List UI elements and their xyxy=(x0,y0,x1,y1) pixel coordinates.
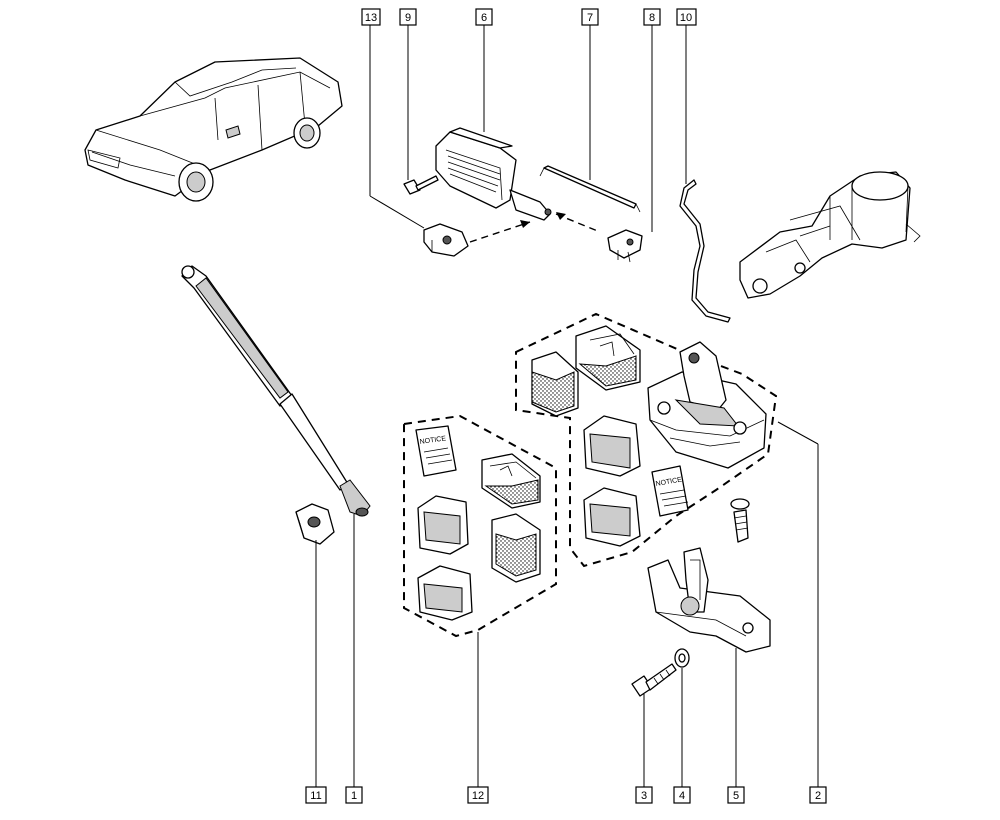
sedan-car-icon xyxy=(84,57,343,202)
leaflet-label-2: NOTICE xyxy=(655,476,683,488)
lock-latch-icon xyxy=(647,341,767,469)
callout-2-label: 2 xyxy=(815,790,821,802)
callout-8-label: 8 xyxy=(649,12,655,24)
callout-7: 7 xyxy=(581,8,599,26)
callout-10: 10 xyxy=(676,8,697,26)
callout-3-label: 3 xyxy=(641,790,647,802)
callout-12-label: 12 xyxy=(472,790,484,802)
part-13-pad xyxy=(423,223,469,257)
leaflet-label: NOTICE xyxy=(419,435,446,446)
callout-6: 6 xyxy=(475,8,493,26)
callout-12: 12 xyxy=(467,786,489,804)
callout-10-label: 10 xyxy=(680,12,692,24)
part-9-bolt xyxy=(403,175,439,195)
part-11-end-fitting xyxy=(295,503,335,545)
callout-9: 9 xyxy=(399,8,417,26)
striker-icon xyxy=(647,547,771,653)
callout-6-label: 6 xyxy=(481,12,487,24)
callout-11: 11 xyxy=(305,786,327,804)
callout-1: 1 xyxy=(345,786,363,804)
kit-2-group: NOTICE xyxy=(515,312,778,568)
callout-5-label: 5 xyxy=(733,790,739,802)
callout-4-label: 4 xyxy=(679,790,685,802)
part-10-bent-rod xyxy=(679,179,731,323)
callout-13: 13 xyxy=(361,8,381,26)
callout-2: 2 xyxy=(809,786,827,804)
callout-4: 4 xyxy=(673,786,691,804)
leader-lines xyxy=(315,25,819,787)
callout-7-label: 7 xyxy=(587,12,593,24)
part-3-bolt xyxy=(631,663,677,697)
lock-assembly-drawing xyxy=(739,171,921,299)
callout-5: 5 xyxy=(727,786,745,804)
lock-fixing-screw xyxy=(730,498,750,543)
part-7-rod xyxy=(539,165,641,213)
callout-8: 8 xyxy=(643,8,661,26)
kit-12-group: NOTICE xyxy=(403,414,557,638)
callout-13-label: 13 xyxy=(365,12,377,24)
gas-strut-icon xyxy=(181,265,371,517)
callout-1-label: 1 xyxy=(351,790,357,802)
part-6-actuator xyxy=(435,127,552,221)
callout-11-label: 11 xyxy=(310,790,321,802)
callout-9-label: 9 xyxy=(405,12,411,24)
part-4-washer xyxy=(674,648,690,668)
callout-3: 3 xyxy=(635,786,653,804)
part-8-clip xyxy=(607,229,643,263)
